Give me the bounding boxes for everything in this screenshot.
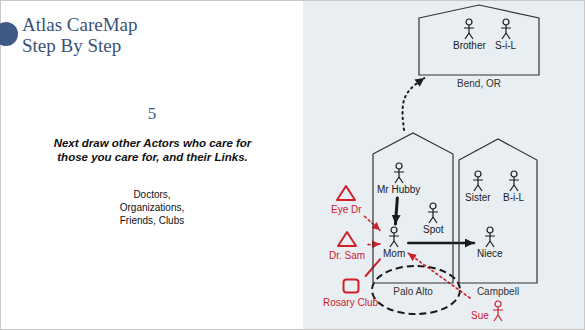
- doctor-triangle: Dr. Sam: [328, 230, 366, 262]
- actor-label: Sister: [465, 192, 491, 204]
- person-figure: Niece: [476, 226, 504, 260]
- actor-label: Spot: [423, 224, 444, 236]
- actor-label: B-i-L: [503, 192, 524, 204]
- friend-figure: Sue: [470, 300, 506, 322]
- triangle-symbol: [337, 230, 357, 248]
- actor-label: Mr Hubby: [377, 184, 420, 196]
- stick-figure: [462, 18, 476, 40]
- stick-figure: [507, 170, 521, 192]
- house-node: CampbellSisterB-i-LNiece: [458, 138, 538, 284]
- house-outline: [458, 138, 538, 284]
- club-square: Rosary Club: [322, 278, 379, 309]
- person-figure: Mr Hubby: [376, 162, 421, 196]
- stick-figure: [471, 170, 485, 192]
- slide-title: Atlas CareMap Step By Step: [22, 14, 157, 56]
- stick-figure: [499, 18, 513, 40]
- stick-figure: [491, 300, 505, 322]
- house-node: Palo AltoMr HubbySpotMom: [372, 132, 454, 284]
- link-line: [395, 198, 397, 224]
- stick-figure: [426, 202, 440, 224]
- example-list: Doctors, Organizations, Friends, Clubs: [118, 188, 186, 227]
- step-number: 5: [100, 104, 204, 124]
- bullet-circle: [0, 22, 18, 46]
- stick-figure: [483, 226, 497, 248]
- place-label: Bend, OR: [418, 78, 540, 90]
- actor-label: Mom: [383, 248, 405, 260]
- place-label: Campbell: [458, 286, 538, 298]
- person-figure: Spot: [422, 202, 445, 236]
- actor-label: Brother: [453, 40, 486, 52]
- person-figure: B-i-L: [502, 170, 525, 204]
- link-line: [365, 216, 380, 230]
- house-node: Bend, ORBrotherS-i-L: [418, 4, 540, 76]
- right-panel: [303, 0, 585, 330]
- person-figure: Mom: [382, 226, 406, 260]
- actor-label: Rosary Club: [323, 297, 378, 309]
- stick-figure: [392, 162, 406, 184]
- doctor-triangle: Eye Dr: [330, 184, 363, 216]
- link-line: [408, 242, 474, 245]
- square-symbol: [342, 278, 360, 294]
- link-line: [403, 78, 425, 130]
- person-figure: S-i-L: [494, 18, 517, 52]
- stick-figure: [387, 226, 401, 248]
- actor-label: Dr. Sam: [329, 250, 365, 262]
- instruction-text: Next draw other Actors who care for thos…: [50, 136, 255, 164]
- actor-label: Eye Dr: [331, 204, 362, 216]
- house-outline: [372, 132, 454, 284]
- actor-label: Niece: [477, 248, 503, 260]
- person-figure: Sister: [464, 170, 492, 204]
- link-line: [368, 243, 380, 245]
- actor-label: Sue: [471, 310, 489, 322]
- actor-label: S-i-L: [495, 40, 516, 52]
- dashed-loop: [372, 266, 460, 314]
- triangle-symbol: [336, 184, 356, 202]
- person-figure: Brother: [452, 18, 487, 52]
- place-label: Palo Alto: [372, 286, 454, 298]
